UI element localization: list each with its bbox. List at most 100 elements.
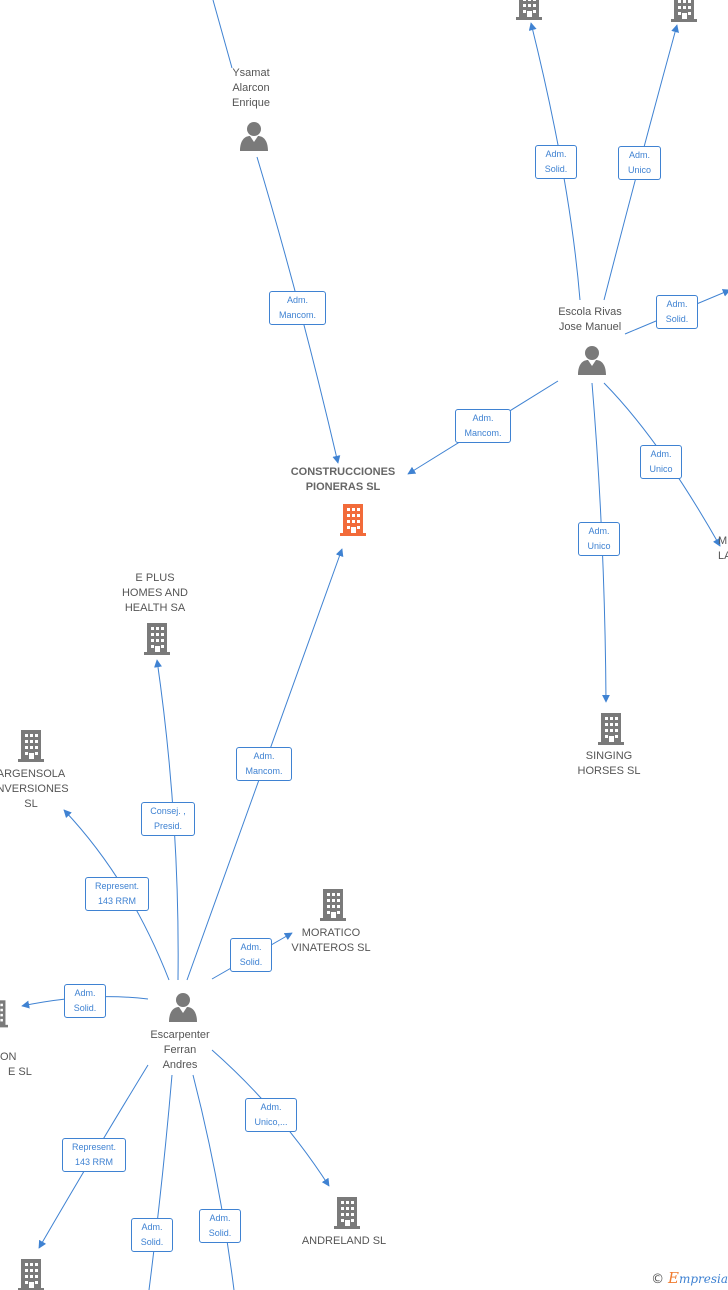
andreland-label[interactable]: ANDRELAND SL	[294, 1234, 394, 1249]
edge-label-ysamat-construcciones[interactable]: Adm. Mancom.	[269, 291, 326, 325]
left-partial-label-line2: E SL	[8, 1066, 32, 1078]
construcciones-building-icon[interactable]	[340, 504, 366, 536]
left-partial-label[interactable]: ON E SL	[0, 1050, 40, 1080]
moratico-label-line1: MORATICO	[301, 927, 361, 939]
edge-label-escarpenter-bottomleft[interactable]: Represent. 143 RRM	[62, 1138, 126, 1172]
edge-label-line: Adm.	[286, 295, 308, 305]
eplus-label-line2: HOMES AND	[121, 587, 188, 599]
copyright-symbol: ©	[651, 1272, 665, 1287]
construcciones-label-line2: PIONERAS SL	[305, 481, 381, 493]
left-partial-label-line1: ON	[0, 1051, 17, 1063]
andreland-building-icon[interactable]	[334, 1197, 360, 1229]
edge-label-line: Solid.	[239, 957, 263, 967]
construcciones-label[interactable]: CONSTRUCCIONES PIONERAS SL	[283, 465, 403, 495]
argensola-label[interactable]: ARGENSOLA INVERSIONES SL	[0, 767, 81, 812]
moratico-label-line2: VINATEROS SL	[291, 942, 371, 954]
edge-label-line: 143 RRM	[74, 1157, 113, 1167]
edge-label-escarpenter-bottom2[interactable]: Adm. Solid.	[199, 1209, 241, 1243]
edge-label-line: Adm.	[74, 988, 96, 998]
moratico-building-icon[interactable]	[320, 889, 346, 921]
singing-building-icon[interactable]	[598, 713, 624, 745]
left-partial-building-icon[interactable]	[0, 1000, 8, 1028]
argensola-label-line3: SL	[24, 798, 38, 810]
edge-label-line: Adm.	[141, 1222, 163, 1232]
edge-offscreen-ysamat	[212, 0, 233, 69]
edge-label-escarpenter-eplus[interactable]: Consej. , Presid.	[141, 802, 195, 836]
singing-label-line2: HORSES SL	[577, 765, 641, 777]
edge-label-escola-right[interactable]: Adm. Solid.	[656, 295, 698, 329]
edge-label-line: Mancom.	[464, 428, 502, 438]
edge-label-line: Represent.	[71, 1142, 117, 1152]
ysamat-person-icon[interactable]	[240, 122, 268, 151]
escarpenter-person-icon[interactable]	[169, 993, 197, 1022]
edge-escarpenter-bottom1	[148, 1074, 173, 1290]
andreland-label-line1: ANDRELAND SL	[301, 1235, 387, 1247]
edge-label-line: Adm.	[472, 413, 494, 423]
edge-label-line: Unico,...	[254, 1117, 288, 1127]
escarpenter-label-line3: Andres	[162, 1059, 198, 1071]
escarpenter-label[interactable]: Escarpenter Ferran Andres	[130, 1028, 230, 1073]
edge-label-line: Consej. ,	[150, 806, 186, 816]
top1-building-icon[interactable]	[516, 0, 542, 20]
edge-label-escola-singing[interactable]: Adm. Unico	[578, 522, 620, 556]
bottomleft-building-icon[interactable]	[18, 1259, 44, 1290]
right-partial-label-line2: LA	[718, 550, 728, 562]
edge-label-line: Adm.	[588, 526, 610, 536]
ysamat-label-line1: Ysamat	[232, 67, 270, 79]
escola-label[interactable]: Escola Rivas Jose Manuel	[540, 305, 640, 335]
edge-label-escarpenter-bottom1[interactable]: Adm. Solid.	[131, 1218, 173, 1252]
eplus-building-icon[interactable]	[144, 623, 170, 655]
edge-label-escola-construcciones[interactable]: Adm. Mancom.	[455, 409, 511, 443]
edge-label-escola-rightlower[interactable]: Adm. Unico	[640, 445, 682, 479]
edge-label-line: Adm.	[209, 1213, 231, 1223]
construcciones-label-line1: CONSTRUCCIONES	[290, 466, 396, 478]
eplus-label-line1: E PLUS	[135, 572, 175, 584]
edge-label-line: Unico	[627, 165, 651, 175]
edge-label-line: Adm.	[650, 449, 672, 459]
edge-label-line: Adm.	[666, 299, 688, 309]
edge-label-line: Unico	[587, 541, 611, 551]
escola-label-line2: Jose Manuel	[558, 321, 622, 333]
moratico-label[interactable]: MORATICO VINATEROS SL	[281, 926, 381, 956]
edge-label-line: Mancom.	[278, 310, 316, 320]
edge-escarpenter-construcciones	[186, 548, 344, 981]
edge-label-line: Represent.	[94, 881, 140, 891]
edge-label-escola-top1[interactable]: Adm. Solid.	[535, 145, 577, 179]
right-partial-label[interactable]: M LA	[718, 534, 728, 564]
edge-label-escarpenter-moratico[interactable]: Adm. Solid.	[230, 938, 272, 972]
top2-building-icon[interactable]	[671, 0, 697, 22]
edge-label-line: Adm.	[260, 1102, 282, 1112]
edge-label-line: Solid.	[544, 164, 568, 174]
edge-label-escola-top2[interactable]: Adm. Unico	[618, 146, 661, 180]
ysamat-label-line2: Alarcon	[232, 82, 270, 94]
edge-label-line: Unico	[649, 464, 673, 474]
brand-logo-initial: E	[667, 1269, 679, 1287]
brand-logo-text: mpresia	[678, 1272, 728, 1286]
edge-label-escarpenter-left[interactable]: Adm. Solid.	[64, 984, 106, 1018]
edge-label-line: 143 RRM	[97, 896, 136, 906]
edge-label-escarpenter-construcciones[interactable]: Adm. Mancom.	[236, 747, 292, 781]
escarpenter-label-line1: Escarpenter	[150, 1029, 210, 1041]
brand-watermark[interactable]: © Empresia	[651, 1269, 728, 1287]
edge-label-line: Adm.	[253, 751, 275, 761]
edge-label-line: Presid.	[153, 821, 182, 831]
ysamat-label[interactable]: Ysamat Alarcon Enrique	[211, 66, 291, 111]
escarpenter-label-line2: Ferran	[163, 1044, 197, 1056]
edge-label-line: Solid.	[73, 1003, 97, 1013]
singing-label[interactable]: SINGING HORSES SL	[559, 749, 659, 779]
argensola-label-line1: ARGENSOLA	[0, 768, 66, 780]
argensola-building-icon[interactable]	[18, 730, 44, 762]
edge-label-line: Solid.	[208, 1228, 232, 1238]
edge-label-line: Adm.	[240, 942, 262, 952]
argensola-label-line2: INVERSIONES	[0, 783, 69, 795]
escola-person-icon[interactable]	[578, 346, 606, 375]
edge-label-escarpenter-argensola[interactable]: Represent. 143 RRM	[85, 877, 149, 911]
eplus-label-line3: HEALTH SA	[124, 602, 186, 614]
right-partial-label-line1: M	[718, 535, 728, 547]
edge-label-escarpenter-andreland[interactable]: Adm. Unico,...	[245, 1098, 297, 1132]
edge-label-line: Solid.	[140, 1237, 164, 1247]
edge-label-line: Adm.	[628, 150, 650, 160]
singing-label-line1: SINGING	[585, 750, 633, 762]
eplus-label[interactable]: E PLUS HOMES AND HEALTH SA	[110, 571, 200, 616]
